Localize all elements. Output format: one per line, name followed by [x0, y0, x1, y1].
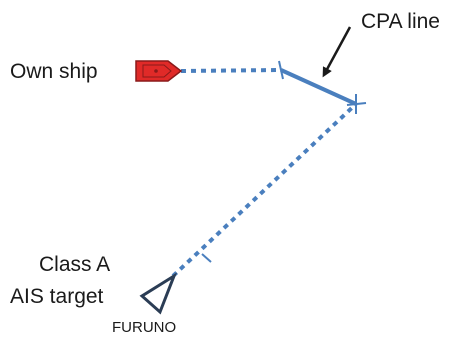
target-tick — [201, 253, 212, 263]
class-a-label: Class A — [39, 253, 110, 276]
ais-target-label: AIS target — [10, 285, 104, 308]
arrow-icon — [322, 26, 352, 78]
vector-ticks — [201, 60, 367, 263]
own-ship-label: Own ship — [10, 60, 98, 83]
own-ship-tick — [278, 60, 284, 80]
own-ship-vector — [180, 68, 282, 73]
target-vector — [171, 102, 358, 278]
triangle-target-icon — [139, 272, 178, 315]
ship-icon — [135, 60, 183, 82]
brand-label: FURUNO — [112, 319, 176, 336]
cpa-tick-cross — [346, 102, 367, 106]
cpa-line-label: CPA line — [361, 10, 440, 33]
cpa-line — [280, 68, 357, 106]
